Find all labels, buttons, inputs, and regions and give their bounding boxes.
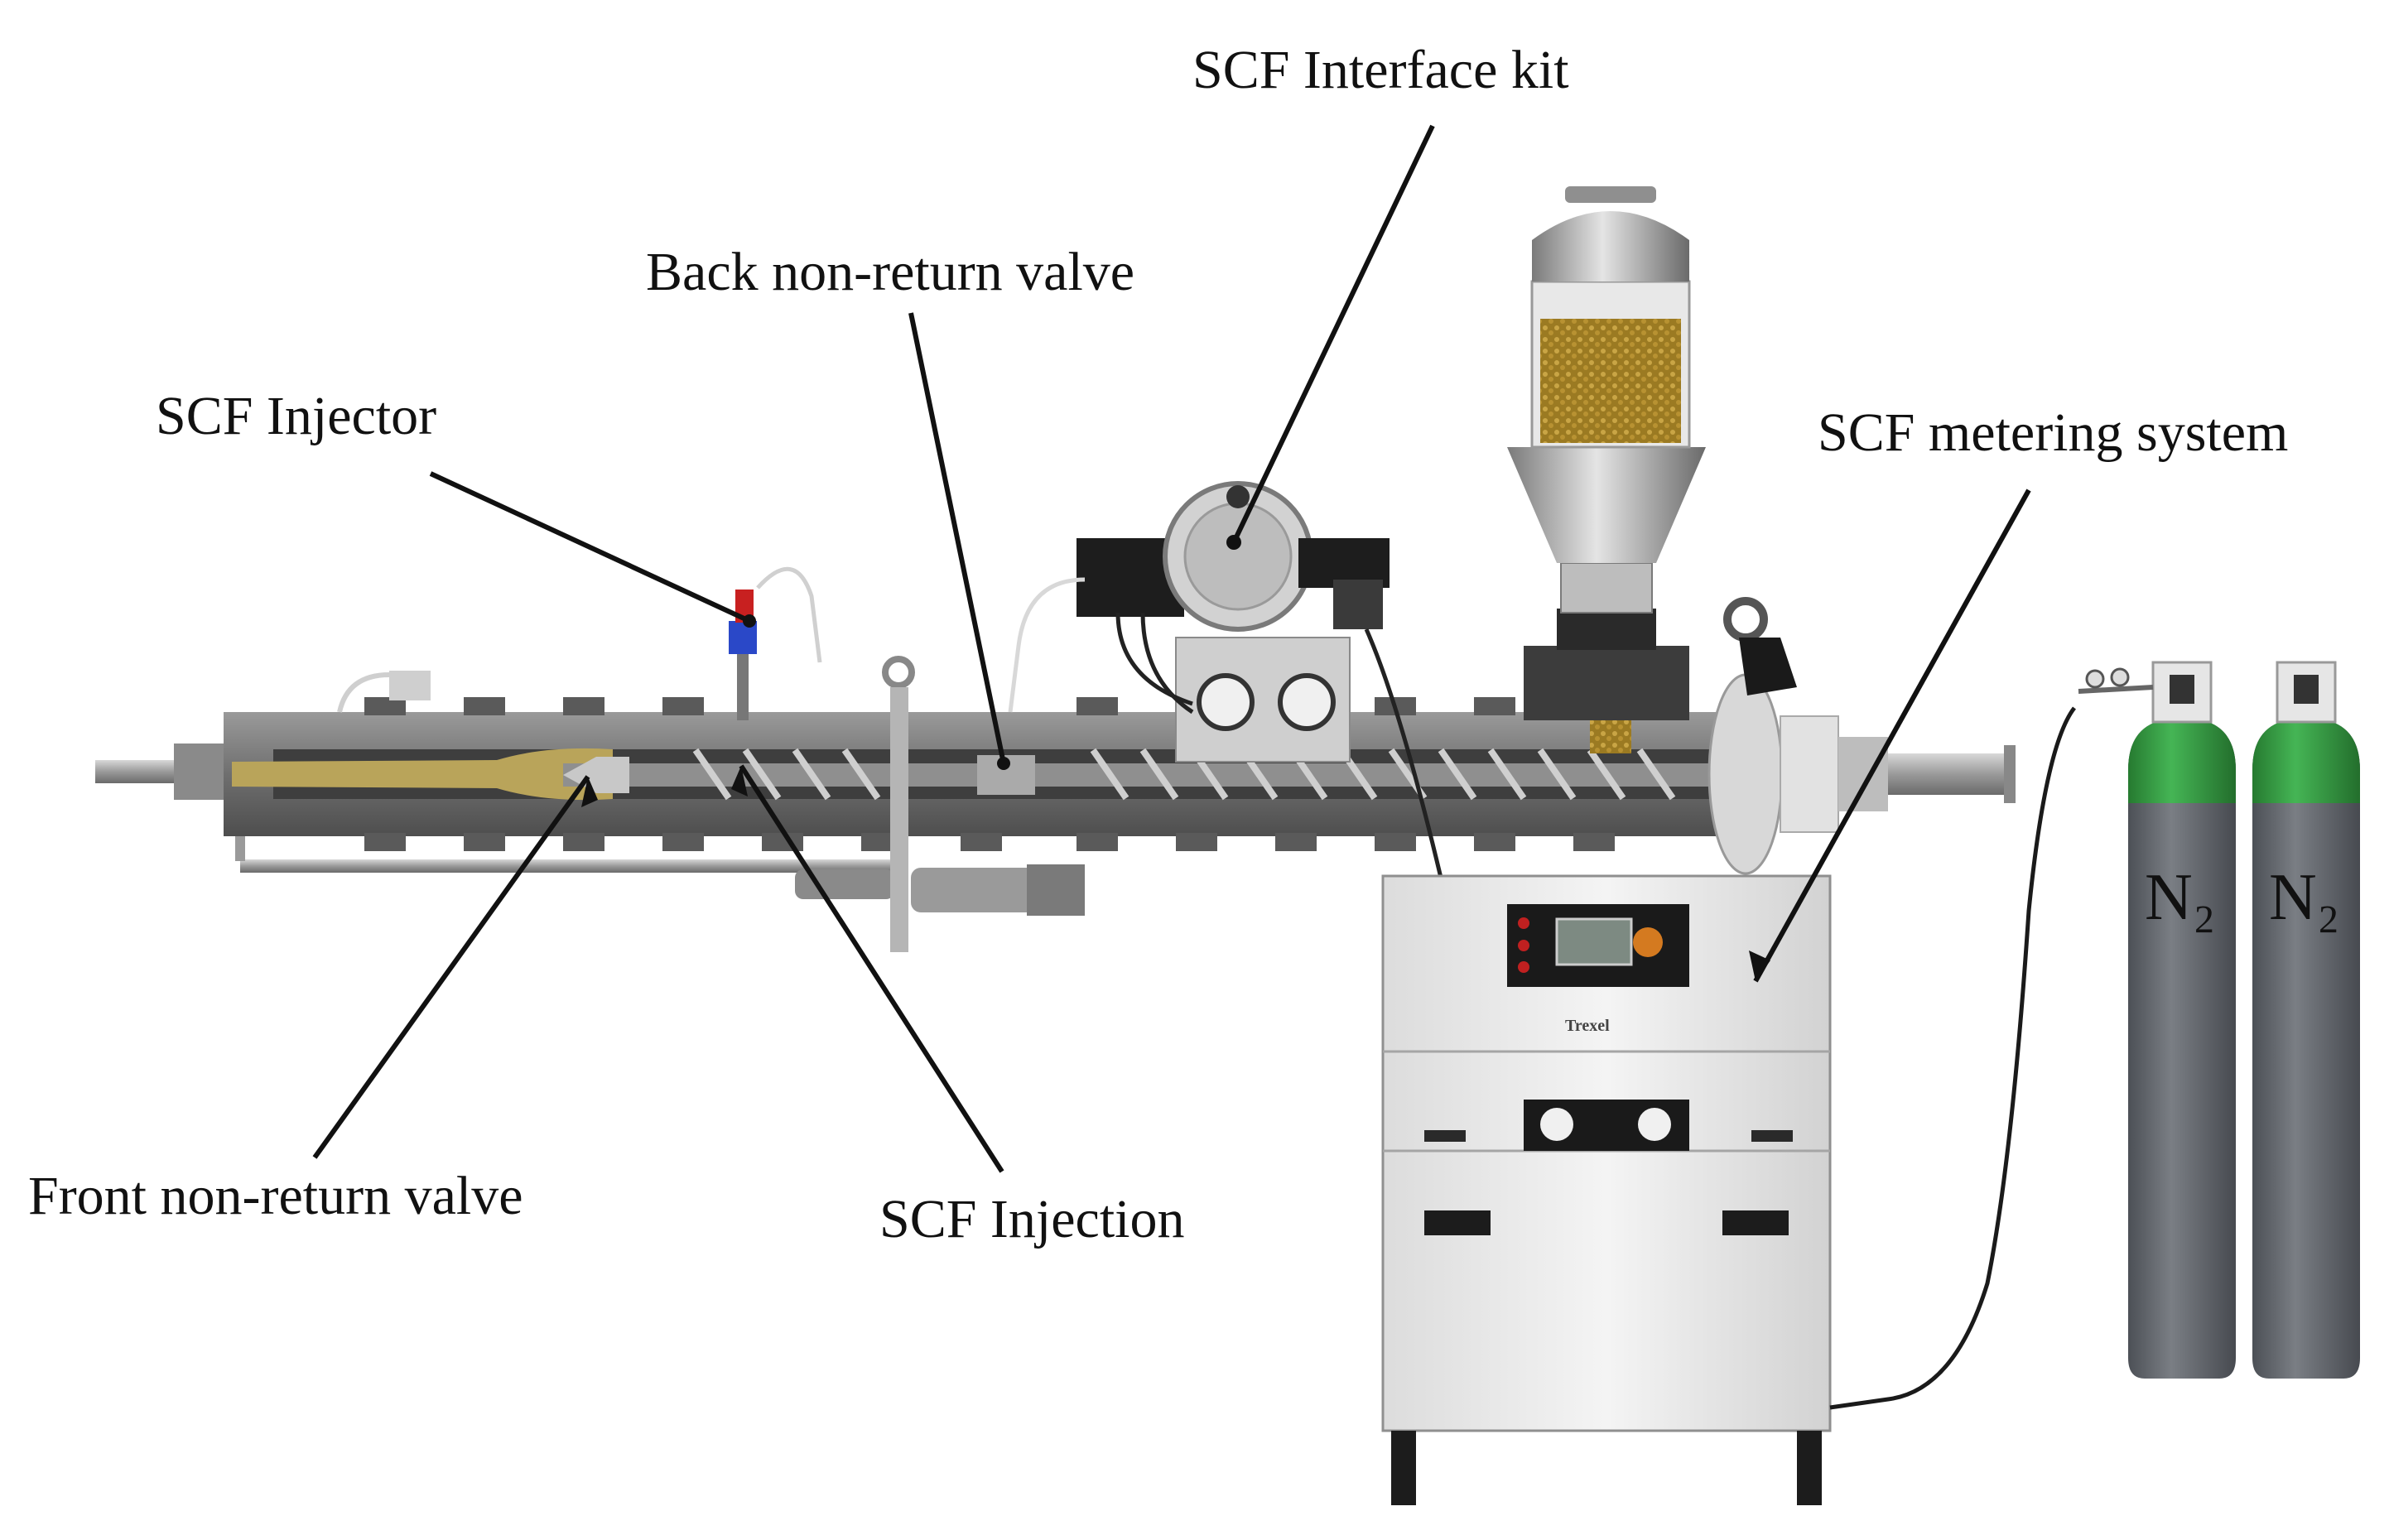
- barrel: [224, 697, 1731, 851]
- cylinder-right-gas-label: N₂: [2269, 861, 2340, 934]
- nitrogen-cylinder-left: [2078, 661, 2236, 1379]
- leader-injector: [429, 471, 751, 623]
- nozzle: [95, 744, 232, 800]
- melt-chamber: [232, 748, 613, 801]
- leader-arrowheads: [581, 535, 1770, 981]
- label-front-non-return-valve: Front non-return valve: [28, 1166, 523, 1226]
- injector-clamp: [882, 656, 915, 952]
- gas-hose: [1829, 706, 2076, 1410]
- label-back-non-return-valve: Back non-return valve: [646, 242, 1135, 302]
- leader-metering-system: [1753, 488, 2031, 983]
- label-scf-injection: SCF Injection: [879, 1189, 1185, 1249]
- label-scf-injector: SCF Injector: [156, 386, 437, 446]
- nitrogen-cylinder-right: [2252, 661, 2360, 1379]
- leader-front-valve: [312, 775, 590, 1159]
- hopper: [1507, 186, 1706, 720]
- leader-interface-kit: [1231, 124, 1435, 544]
- leader-scf-injection: [739, 764, 1004, 1173]
- lower-support-rod: [235, 820, 1085, 916]
- leader-lines: [312, 124, 2031, 1173]
- rear-drive: [1707, 597, 2016, 875]
- label-scf-interface-kit: SCF Interface kit: [1192, 40, 1569, 100]
- leader-back-valve: [908, 312, 1006, 764]
- label-scf-metering-system: SCF metering system: [1818, 402, 2289, 463]
- cabinet-brand-logo: Trexel: [1565, 1017, 1610, 1035]
- cylinder-left-gas-label: N₂: [2145, 861, 2216, 934]
- scf-interface-kit-device: [1008, 481, 1443, 878]
